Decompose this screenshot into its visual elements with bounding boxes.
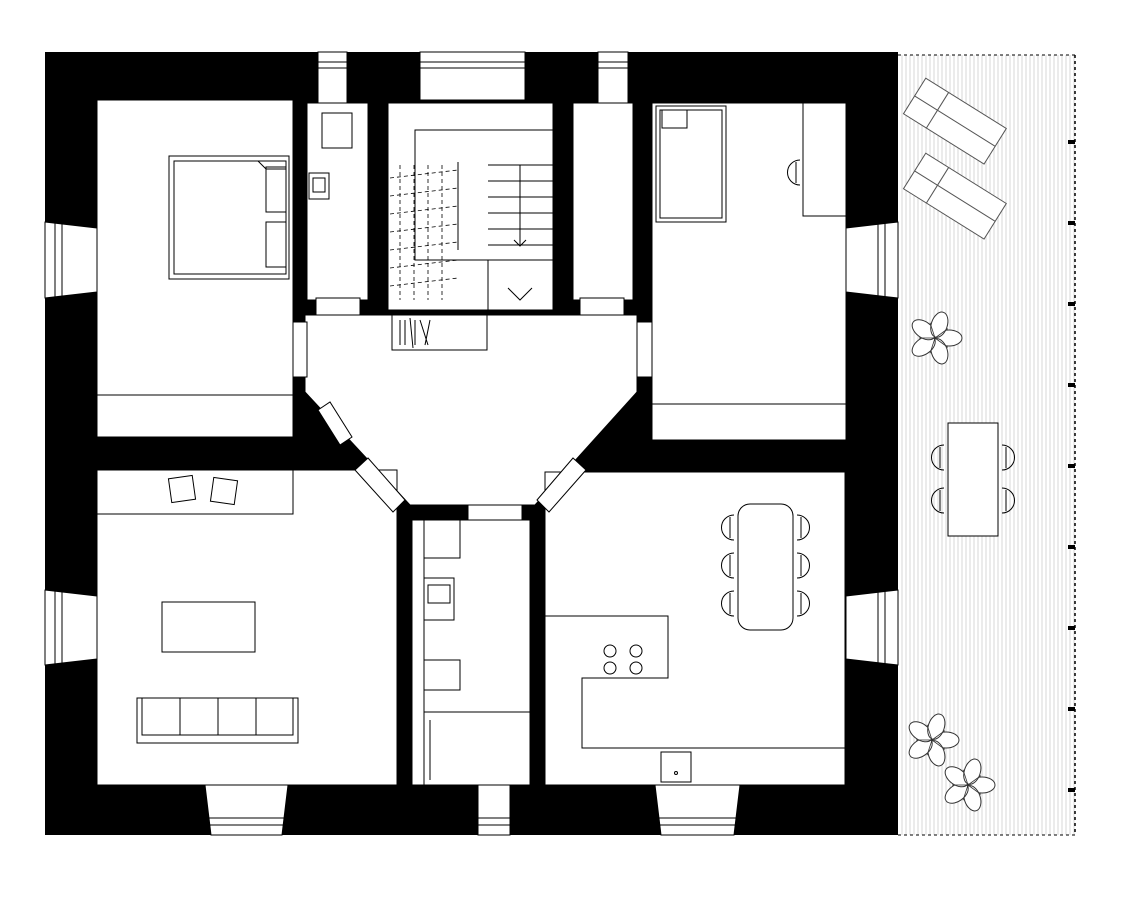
plant-icon bbox=[911, 311, 963, 365]
washbasin bbox=[308, 112, 353, 200]
dining-table bbox=[721, 503, 810, 631]
bedroom-right bbox=[651, 102, 847, 441]
hallway bbox=[304, 314, 638, 506]
railing-posts bbox=[1068, 140, 1075, 792]
bedroom-left bbox=[96, 99, 294, 438]
closet-right bbox=[572, 102, 634, 301]
kitchen bbox=[544, 471, 846, 786]
kitchen-counter bbox=[545, 615, 845, 783]
plant-icon bbox=[944, 758, 996, 812]
potted-plants bbox=[908, 311, 996, 812]
windows bbox=[44, 51, 899, 836]
stair-direction-arrow bbox=[507, 287, 533, 301]
sideboard bbox=[96, 469, 294, 515]
terrace bbox=[898, 54, 1076, 836]
closet-left bbox=[306, 102, 369, 301]
door-openings bbox=[292, 297, 653, 521]
plant-icon bbox=[908, 713, 960, 767]
coffee-table bbox=[161, 601, 256, 653]
sun-loungers bbox=[902, 77, 1007, 240]
living-room bbox=[96, 469, 398, 786]
desk bbox=[787, 102, 847, 217]
coat-rack bbox=[391, 314, 488, 351]
bathroom-fixtures bbox=[423, 519, 531, 786]
single-bed bbox=[655, 105, 727, 223]
staircase bbox=[389, 129, 554, 310]
outdoor-table bbox=[931, 422, 1015, 537]
sofa bbox=[136, 697, 299, 744]
double-bed bbox=[168, 155, 290, 280]
stairwell bbox=[387, 102, 554, 311]
kitchen-sink bbox=[660, 751, 692, 783]
